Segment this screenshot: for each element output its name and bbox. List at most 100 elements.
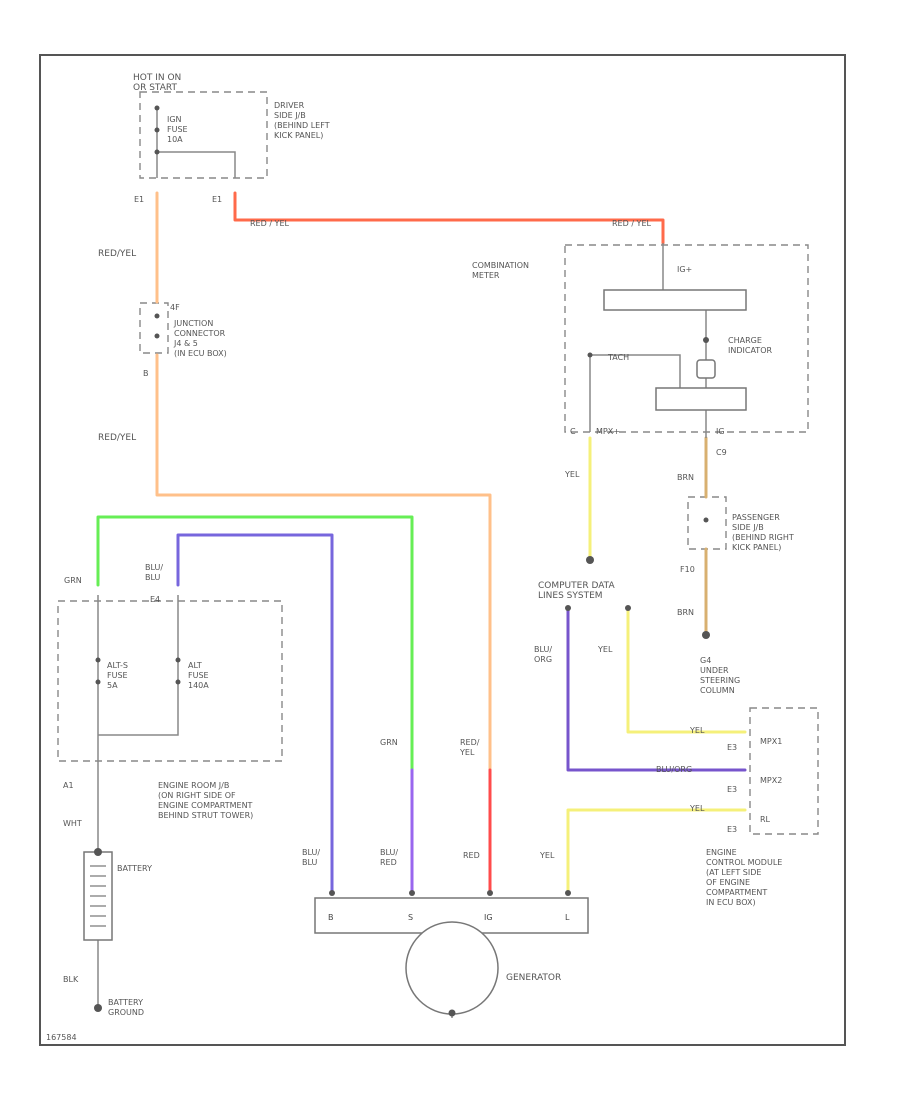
label-yel-meter: YEL xyxy=(564,470,580,479)
dashed-boxes xyxy=(57,91,819,835)
label-red-yel-c: RED/YEL xyxy=(98,433,136,443)
label-jc-b: B xyxy=(143,369,149,378)
internal-wiring xyxy=(97,108,707,1018)
driver-jb-wiring xyxy=(156,108,236,178)
label-gen-s: S xyxy=(408,913,413,922)
dot-meter-charge xyxy=(703,337,709,343)
label-figure-id: 167584 xyxy=(46,1033,77,1042)
label-mpx2: MPX2 xyxy=(760,776,782,785)
wire-blu-blu xyxy=(176,533,334,895)
label-f10: F10 xyxy=(680,565,695,574)
dot-er-fuse-c xyxy=(175,657,181,663)
label-e4: E4 xyxy=(150,595,160,604)
dot-gen-ig xyxy=(487,890,493,896)
dot-jc-a xyxy=(154,313,160,319)
engine-room-jb-box xyxy=(57,600,283,762)
label-generator: GENERATOR xyxy=(506,973,561,983)
dot-gen-l xyxy=(565,890,571,896)
connection-dots xyxy=(94,105,710,1017)
label-c: C xyxy=(570,427,576,436)
label-battery: BATTERY xyxy=(117,864,152,873)
diagram-frame xyxy=(39,54,846,1046)
er-jb-wiring xyxy=(97,595,179,800)
label-red-yel-b: RED/YEL xyxy=(98,249,136,259)
meter-tach-wiring xyxy=(589,354,681,432)
dot-meter-tach xyxy=(587,352,593,358)
wires xyxy=(96,191,747,895)
dot-cdl-b xyxy=(625,605,631,611)
dot-gen-s xyxy=(409,890,415,896)
components xyxy=(83,289,747,1015)
dot-fuse-junction xyxy=(154,149,160,155)
wire-red-yel-top xyxy=(233,191,665,245)
label-jc-4f: 4F xyxy=(170,303,180,312)
label-gen-b: B xyxy=(328,913,334,922)
dot-gen-stud xyxy=(448,1009,456,1017)
label-e3-a: E3 xyxy=(727,743,737,752)
dot-er-fuse-a xyxy=(95,657,101,663)
label-e1-left: E1 xyxy=(134,195,144,204)
label-gen-ig: IG xyxy=(484,913,493,922)
label-rl: RL xyxy=(760,815,771,824)
wire-grn xyxy=(96,515,414,772)
charge-indicator-lamp xyxy=(696,359,716,379)
dot-passenger-jb xyxy=(703,517,709,523)
label-blu-blu-b: BLU/BLU xyxy=(302,848,320,867)
label-red-gen: RED xyxy=(463,851,480,860)
label-blk: BLK xyxy=(63,975,79,984)
label-yel-ecm-b: YEL xyxy=(689,804,705,813)
label-a1: A1 xyxy=(63,781,74,790)
dot-fuse-mid xyxy=(154,127,160,133)
passenger-jb-box xyxy=(687,496,727,550)
label-ig: IG xyxy=(716,427,725,436)
ecm-box xyxy=(749,707,819,835)
label-red-yel-top: RED / YEL xyxy=(250,219,289,228)
wire-red-yel-down xyxy=(155,353,492,772)
label-brn-a: BRN xyxy=(677,473,694,482)
label-e3-c: E3 xyxy=(727,825,737,834)
label-gen-l: L xyxy=(565,913,570,922)
label-blu-org-ecm: BLU/ORG xyxy=(656,765,692,774)
dot-er-fuse-d xyxy=(175,679,181,685)
driver-jb-box xyxy=(139,91,268,179)
label-yel-ecm-a: YEL xyxy=(689,726,705,735)
label-blu-red: BLU/RED xyxy=(380,848,398,867)
dot-er-fuse-b xyxy=(95,679,101,685)
dot-battery-ground xyxy=(94,1004,102,1012)
dot-meter-ground xyxy=(586,556,594,564)
dot-fuse-top xyxy=(154,105,160,111)
battery-cells xyxy=(90,865,106,927)
wire-yel-mpx1 xyxy=(626,606,747,734)
dot-jc-b xyxy=(154,333,160,339)
wire-yel-l xyxy=(566,808,747,895)
meter-upper-block xyxy=(603,289,747,311)
label-e3-b: E3 xyxy=(727,785,737,794)
label-tach: TACH xyxy=(607,353,629,362)
label-yel-a: YEL xyxy=(597,645,613,654)
combination-meter-box xyxy=(564,244,809,433)
label-blu-blu-a: BLU/BLU xyxy=(145,563,163,582)
label-ig-plus: IG+ xyxy=(677,265,692,274)
label-red-yel-a: RED / YEL xyxy=(612,219,651,228)
label-grn-b: GRN xyxy=(380,738,398,747)
label-mpx1: MPX1 xyxy=(760,737,782,746)
label-yel-gen: YEL xyxy=(539,851,555,860)
label-brn-b: BRN xyxy=(677,608,694,617)
dot-battery-top xyxy=(94,848,102,856)
dot-cdl-a xyxy=(565,605,571,611)
label-e1-right: E1 xyxy=(212,195,222,204)
